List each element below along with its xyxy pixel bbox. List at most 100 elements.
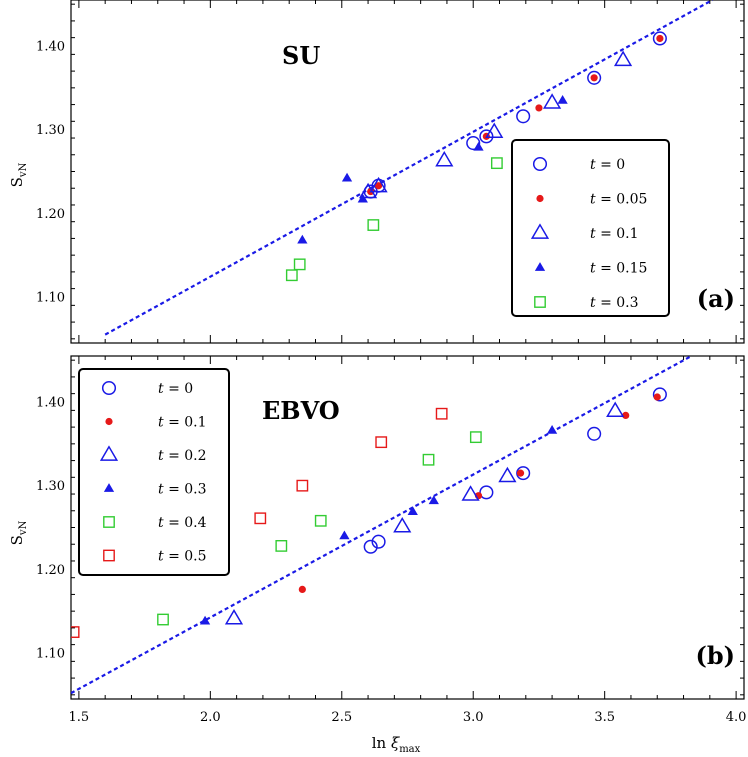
data-point	[613, 50, 633, 67]
x-tick-label: 1.5	[69, 710, 90, 725]
data-point	[157, 613, 169, 626]
data-point	[435, 407, 448, 420]
data-point	[542, 93, 562, 109]
legend-marker	[99, 445, 119, 461]
panel-b-legend: t = 0t = 0.1t = 0.2t = 0.3t = 0.4t = 0.5	[78, 368, 230, 576]
y-tick-label: 1.10	[36, 290, 65, 305]
legend-label: t = 0.4	[158, 515, 207, 531]
legend-label: t = 0.1	[158, 415, 207, 431]
x-tick-label: 3.0	[463, 710, 484, 725]
data-point	[557, 94, 568, 104]
panel-b-y-axis-label: SvN	[8, 520, 29, 545]
data-point	[357, 193, 368, 203]
series-3	[224, 401, 625, 625]
data-point	[469, 431, 482, 444]
data-point	[363, 539, 378, 554]
legend-label: t = 0.1	[590, 226, 639, 242]
legend-marker	[530, 223, 550, 239]
data-point	[285, 269, 298, 282]
y-tick-label: 1.40	[36, 396, 65, 411]
series-4	[297, 94, 568, 244]
data-point	[339, 530, 350, 540]
panel-b-plot-area	[71, 356, 692, 695]
data-point	[293, 258, 306, 271]
panel-a-tag: (a)	[697, 284, 735, 313]
data-point	[587, 70, 602, 85]
data-point	[516, 109, 531, 124]
panel-b-x-axis-label: ln ξmax	[372, 734, 421, 755]
data-point	[490, 157, 503, 170]
x-tick-label: 2.0	[200, 710, 221, 725]
legend-label: t = 0.5	[158, 549, 207, 565]
panel-a-legend: t = 0t = 0.05t = 0.1t = 0.15t = 0.3	[511, 139, 670, 317]
panel-b-title: EBVO	[262, 396, 340, 425]
panel-a-title: SU	[282, 41, 320, 70]
data-point	[587, 426, 602, 441]
data-point	[71, 626, 80, 638]
legend-label: t = 0.15	[590, 261, 647, 277]
data-point	[199, 615, 211, 625]
data-point	[298, 585, 306, 594]
legend-marker	[534, 296, 546, 308]
data-point	[516, 469, 525, 477]
panel-a-su: 1.101.201.301.40 SU (a) SvN t = 0t = 0.0…	[8, 0, 745, 344]
legend-marker	[536, 194, 544, 203]
panel-b-legend-box	[78, 368, 230, 576]
series-1	[363, 387, 667, 554]
legend-label: t = 0.3	[590, 295, 639, 311]
legend-label: t = 0.05	[590, 192, 647, 208]
data-point	[516, 466, 531, 481]
data-point	[652, 31, 667, 46]
legend-label: t = 0.2	[158, 448, 207, 464]
data-point	[422, 453, 435, 466]
legend-marker	[534, 262, 546, 271]
y-tick-label: 1.30	[36, 479, 65, 494]
data-point	[606, 401, 625, 418]
data-point	[473, 141, 484, 151]
data-point	[254, 512, 267, 525]
data-point	[652, 387, 667, 402]
series-6	[71, 407, 448, 638]
legend-marker	[105, 417, 113, 426]
data-point	[590, 74, 598, 82]
data-point	[535, 104, 543, 112]
y-tick-label: 1.10	[36, 646, 65, 661]
data-point	[314, 514, 327, 527]
panel-a-ylabel-text: SvN	[8, 162, 29, 187]
legend-marker	[103, 516, 115, 528]
data-point	[428, 495, 439, 505]
series-4	[199, 425, 558, 625]
data-point	[479, 129, 494, 144]
data-point	[435, 150, 454, 167]
y-tick-label: 1.20	[36, 207, 65, 222]
panel-a-plot-area	[104, 0, 713, 336]
data-point	[224, 609, 244, 625]
data-point	[653, 393, 661, 401]
legend-marker	[532, 156, 548, 172]
data-point	[369, 176, 388, 193]
series-3	[358, 50, 633, 199]
data-point	[466, 136, 481, 151]
panel-b-tag: (b)	[696, 641, 736, 670]
data-point	[374, 182, 383, 190]
data-point	[479, 485, 494, 500]
legend-marker	[101, 380, 117, 396]
fit-line	[104, 0, 713, 336]
data-point	[393, 516, 412, 533]
panel-a-y-axis-label: SvN	[8, 162, 29, 187]
y-tick-label: 1.40	[36, 40, 65, 55]
x-tick-label: 4.0	[726, 710, 747, 725]
data-point	[461, 485, 480, 501]
data-point	[371, 534, 386, 549]
panel-a-legend-box	[511, 139, 670, 317]
fit-line	[71, 356, 692, 695]
data-point	[407, 506, 418, 515]
data-point	[656, 34, 664, 43]
data-point	[485, 122, 504, 139]
legend-marker	[103, 483, 115, 492]
data-point	[498, 466, 517, 483]
series-5	[157, 431, 482, 626]
